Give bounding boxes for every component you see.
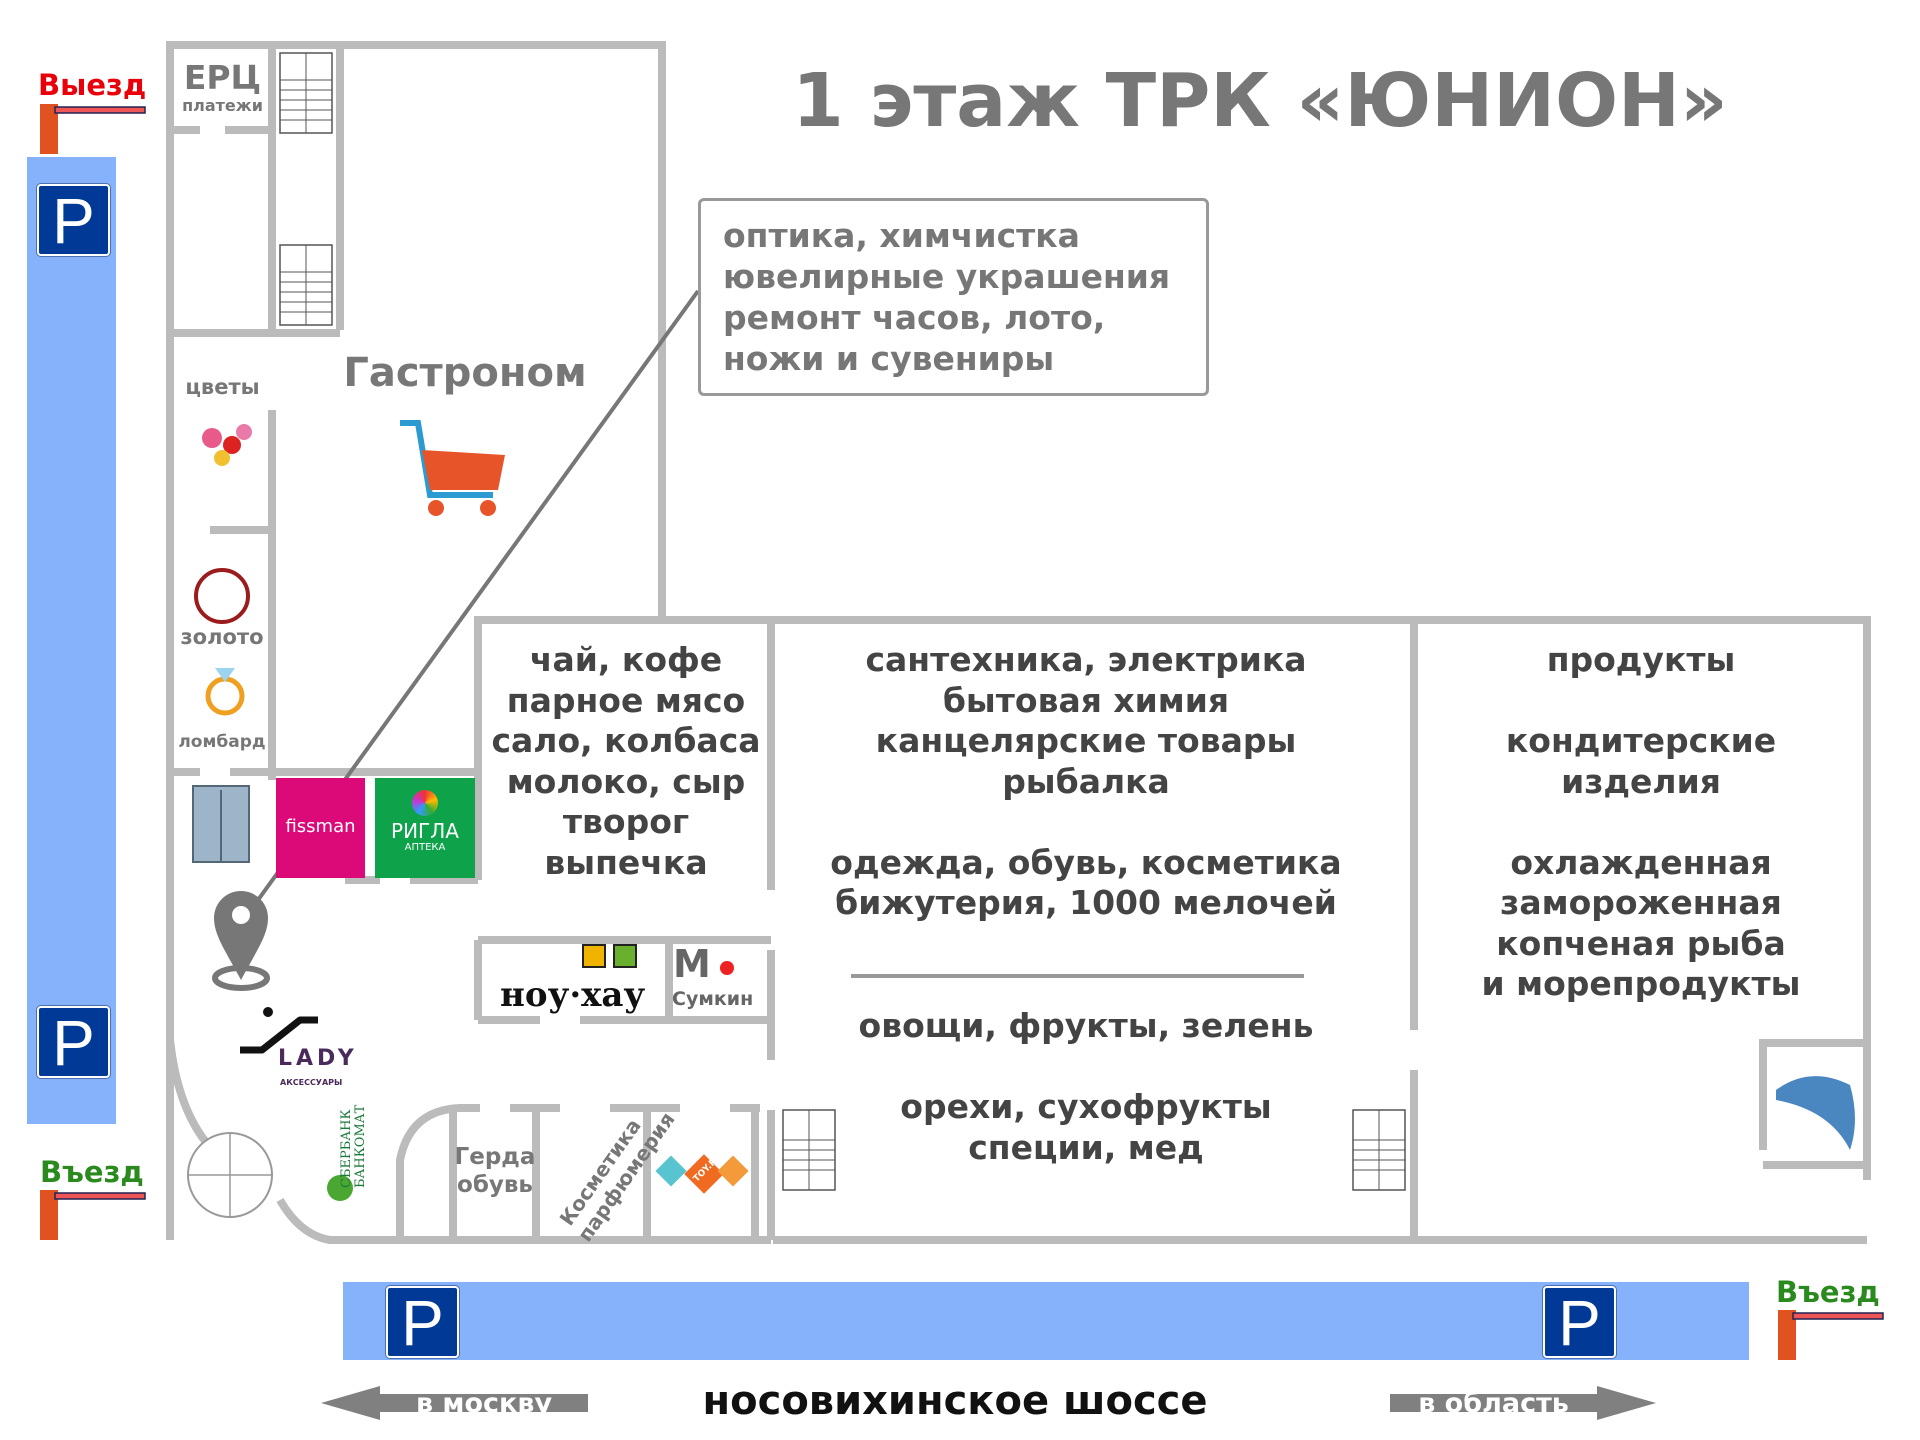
sberbank-label: СБЕРБАНК: [339, 1109, 354, 1188]
rigla-sub-label: АПТЕКА: [404, 842, 446, 853]
flowers-icon: [202, 424, 252, 466]
section-vegetables: овощи, фрукты, зелень: [858, 1006, 1314, 1045]
arrow-right: [1390, 1386, 1656, 1420]
fissman-store: fissman: [276, 778, 365, 878]
sumkin-label: Сумкин: [672, 988, 754, 1010]
parking-area-left: [27, 157, 116, 1124]
road-name: носовихинское шоссе: [702, 1378, 1208, 1424]
rigla-label: РИГЛА: [391, 819, 459, 843]
section-line: выпечка: [544, 842, 708, 882]
parking-sign-icon: P: [37, 184, 110, 256]
section-line: одежда, обувь, косметика: [830, 842, 1342, 882]
section-line: специи, мед: [968, 1127, 1204, 1167]
parking-area-bottom: [343, 1282, 1749, 1360]
section-nuts: орехи, сухофрукты специи, мед: [786, 1087, 1386, 1168]
info-line: ювелирные украшения: [723, 257, 1171, 296]
lady-label: LADY: [278, 1046, 358, 1071]
gold-label: золото: [180, 625, 264, 649]
rigla-logo-icon: [412, 790, 438, 816]
fissman-logo: fissman: [285, 816, 356, 837]
sumkin-dot: [720, 961, 734, 975]
section-line: бижутерия, 1000 мелочей: [835, 883, 1337, 922]
info-box: оптика, химчистка ювелирные украшения ре…: [698, 198, 1209, 396]
entry-label-right: Въезд: [1776, 1275, 1880, 1309]
info-line: ножи и сувениры: [723, 339, 1055, 378]
pawnshop-label: ломбард: [178, 732, 266, 752]
section-line: охлажденная: [1510, 842, 1772, 882]
escalator-icon: [240, 1016, 318, 1054]
parking-sign-icon: P: [386, 1286, 459, 1358]
flowers-label: цветы: [185, 375, 260, 399]
shopping-cart-icon: [400, 420, 505, 516]
section-food: чай, кофе парное мясо сало, колбаса моло…: [486, 640, 766, 883]
section-line: рыбалка: [1002, 761, 1170, 801]
section-line: сало, колбаса: [491, 721, 761, 760]
exit-label: Выезд: [38, 68, 147, 102]
location-pin-icon: [212, 891, 270, 991]
gerda-store: Герда обувь: [452, 1143, 538, 1199]
info-line: ремонт часов, лото,: [723, 298, 1106, 337]
to-region-label: в область: [1418, 1388, 1569, 1419]
section-line: парное мясо: [506, 680, 746, 720]
section-line: изделия: [1561, 761, 1721, 801]
section-line: копченая рыба: [1496, 923, 1786, 963]
lion-logo-icon: [194, 568, 250, 624]
section-line: сантехника, электрика: [865, 640, 1307, 679]
parking-sign-icon: P: [1543, 1286, 1616, 1358]
to-moscow-label: в москву: [415, 1388, 553, 1419]
erc-sub-label: платежи: [182, 96, 263, 115]
barrier-icon: [40, 104, 1884, 1360]
section-products: продукты кондитерские изделия охлажденна…: [1421, 640, 1861, 1005]
sumkin-logo-icon: M: [673, 942, 711, 986]
section-line: продукты: [1546, 640, 1736, 679]
entry-label-left: Въезд: [40, 1155, 144, 1189]
question-icon: [582, 944, 606, 968]
sberbank-atm: СБЕРБАНК БАНКОМАТ: [339, 1088, 368, 1188]
knowhow-label: ноу·хау: [500, 975, 646, 1015]
ring-icon: [205, 668, 245, 716]
section-line: молоко, сыр: [506, 761, 746, 801]
parking-sign-icon: P: [37, 1006, 110, 1078]
rigla-store: РИГЛА АПТЕКА: [375, 778, 475, 878]
section-goods: сантехника, электрика бытовая химия канц…: [786, 640, 1386, 924]
exclamation-icon: [613, 944, 637, 968]
section-line: творог: [562, 802, 690, 841]
sberbank-logo-icon: [327, 1175, 353, 1201]
sberbank-sub-label: БАНКОМАТ: [353, 1104, 368, 1188]
section-line: и морепродукты: [1481, 964, 1801, 1003]
section-line: бытовая химия: [942, 680, 1230, 720]
section-line: кондитерские: [1505, 721, 1777, 760]
info-line: оптика, химчистка: [723, 216, 1080, 255]
gerda-label: Герда: [454, 1144, 536, 1170]
section-line: замороженная: [1500, 883, 1782, 922]
fish-icon: [1776, 1076, 1855, 1150]
page-title: 1 этаж ТРК «ЮНИОН»: [792, 58, 1728, 144]
lady-sub-label: АКСЕССУАРЫ: [280, 1078, 343, 1087]
section-line: орехи, сухофрукты: [900, 1087, 1272, 1126]
section-line: канцелярские товары: [875, 721, 1297, 760]
section-line: чай, кофе: [529, 640, 723, 679]
arrow-left: [321, 1386, 588, 1420]
gastronom-label: Гастроном: [343, 350, 587, 396]
erc-label: ЕРЦ: [183, 58, 262, 97]
gerda-sub-label: обувь: [457, 1172, 533, 1198]
